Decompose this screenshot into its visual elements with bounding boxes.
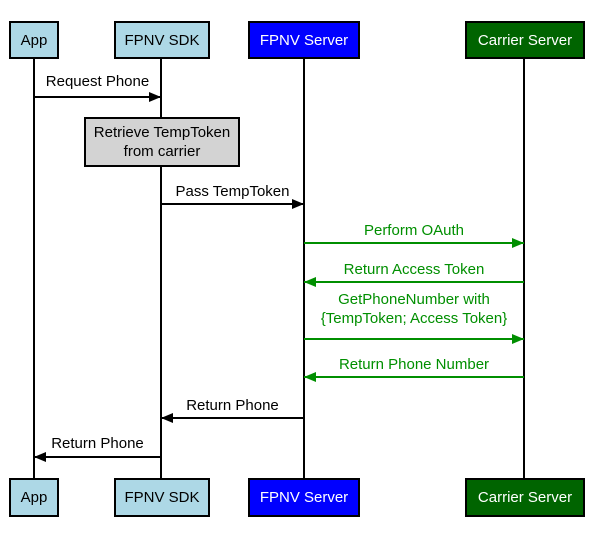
lifeline-carrier-server — [523, 58, 525, 479]
arrow-line — [34, 452, 161, 462]
message-label-line-2: {TempToken; Access Token} — [320, 310, 508, 327]
arrowhead-right-icon — [149, 92, 161, 102]
arrowhead-left-icon — [304, 277, 316, 287]
arrowhead-left-icon — [34, 452, 46, 462]
actor-carrier-server-bottom: Carrier Server — [465, 478, 585, 517]
message-pass-temptoken: Pass TempToken — [161, 182, 304, 209]
arrow-line — [304, 238, 524, 248]
message-perform-oauth: Perform OAuth — [304, 221, 524, 248]
message-return-access-token: Return Access Token — [304, 260, 524, 287]
message-return-phone-number: Return Phone Number — [304, 355, 524, 382]
message-label: Return Access Token — [343, 261, 485, 278]
message-return-phone-to-sdk: Return Phone — [161, 396, 304, 423]
arrow-line — [304, 277, 524, 287]
lifeline-fpnv-server — [303, 58, 305, 479]
actor-carrier-server-top: Carrier Server — [465, 21, 585, 59]
actor-fpnv-server-bottom: FPNV Server — [248, 478, 360, 517]
arrowhead-right-icon — [512, 238, 524, 248]
message-label: Return Phone — [186, 397, 279, 414]
note-line-2: from carrier — [123, 143, 201, 160]
message-label: Pass TempToken — [175, 183, 290, 200]
lifeline-fpnv-sdk — [160, 58, 162, 479]
arrowhead-right-icon — [292, 199, 304, 209]
message-return-phone-to-app: Return Phone — [34, 434, 161, 462]
message-label: Perform OAuth — [363, 222, 465, 239]
actor-fpnv-sdk-bottom: FPNV SDK — [114, 478, 210, 517]
message-get-phone-number: GetPhoneNumber with {TempToken; Access T… — [304, 290, 524, 344]
lifeline-app — [33, 58, 35, 479]
arrowhead-right-icon — [512, 334, 524, 344]
arrow-line — [161, 413, 304, 423]
arrow-line — [304, 334, 524, 344]
arrow-line — [304, 372, 524, 382]
message-label: Return Phone — [51, 435, 144, 452]
message-label: Return Phone Number — [338, 356, 490, 373]
note-line-1: Retrieve TempToken — [93, 124, 231, 141]
actor-fpnv-server-top: FPNV Server — [248, 21, 360, 59]
arrow-line — [161, 199, 304, 209]
message-label-line-1: GetPhoneNumber with — [338, 291, 490, 308]
actor-fpnv-sdk-top: FPNV SDK — [114, 21, 210, 59]
message-label: Request Phone — [45, 73, 150, 90]
actor-app-top: App — [9, 21, 59, 59]
arrowhead-left-icon — [161, 413, 173, 423]
note-retrieve-temptoken: Retrieve TempToken from carrier — [84, 117, 240, 167]
arrow-line — [34, 92, 161, 102]
actor-app-bottom: App — [9, 478, 59, 517]
message-request-phone: Request Phone — [34, 72, 161, 102]
arrowhead-left-icon — [304, 372, 316, 382]
